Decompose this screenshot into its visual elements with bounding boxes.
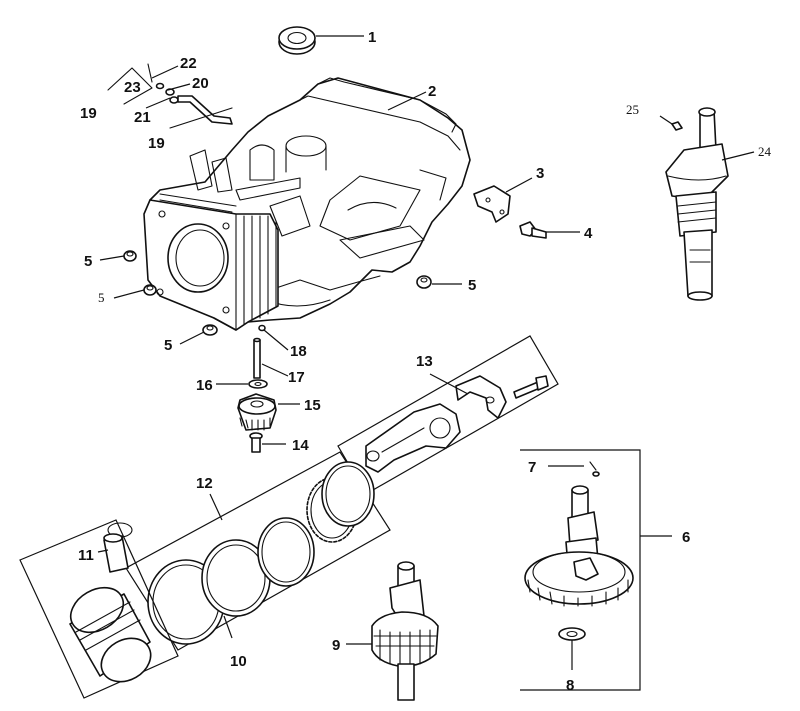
callout-22: 22 <box>180 55 197 72</box>
callout-8: 8 <box>566 677 574 694</box>
callout-9: 9 <box>332 637 340 654</box>
part-rod-cap <box>455 375 507 419</box>
part-pin-18 <box>258 324 266 332</box>
callout-19-left: 19 <box>80 105 97 122</box>
callout-2: 2 <box>428 83 436 100</box>
callout-20: 20 <box>192 75 209 92</box>
callout-5-upper-left: 5 <box>84 253 92 270</box>
callout-13: 13 <box>416 353 433 370</box>
part-camshaft <box>524 485 634 607</box>
callout-19-lower: 19 <box>148 135 165 152</box>
callout-6: 6 <box>682 529 690 546</box>
part-crank-gear-9 <box>371 561 439 701</box>
callout-5-right: 5 <box>468 277 476 294</box>
part-washer-8 <box>558 627 586 641</box>
callout-10: 10 <box>230 653 247 670</box>
callout-1: 1 <box>368 29 376 46</box>
part-screw-14 <box>249 432 263 453</box>
callout-7: 7 <box>528 459 536 476</box>
callout-3: 3 <box>536 165 544 182</box>
callout-21: 21 <box>134 109 151 126</box>
part-key-25 <box>671 121 683 131</box>
callout-24: 24 <box>758 144 772 159</box>
callout-17: 17 <box>288 369 305 386</box>
part-crankshaft-24 <box>665 107 729 301</box>
part-breather-group <box>107 63 233 129</box>
callout-25: 25 <box>626 102 639 117</box>
part-crankcase <box>143 77 471 331</box>
part-shaft-17 <box>253 337 261 379</box>
callout-11: 11 <box>78 547 94 564</box>
part-bushing-a <box>123 250 137 262</box>
box-camshaft <box>520 449 641 691</box>
part-bolt <box>519 221 547 239</box>
part-bushing-c <box>202 324 218 336</box>
part-bushing-b <box>143 284 157 296</box>
callout-14: 14 <box>292 437 309 454</box>
part-washer-16 <box>248 379 268 389</box>
callout-23: 23 <box>124 79 141 96</box>
part-governor-gear-15 <box>237 393 277 431</box>
part-bracket <box>473 185 511 223</box>
callout-5-lower: 5 <box>164 337 172 354</box>
part-bushing-d <box>416 275 432 289</box>
part-wrist-pin <box>103 522 133 573</box>
part-oil-seal <box>278 26 316 55</box>
callout-5-mid-left: 5 <box>98 290 105 305</box>
part-piston <box>69 586 152 683</box>
part-rod-bolt <box>513 375 549 399</box>
callout-4: 4 <box>584 225 593 242</box>
callout-16: 16 <box>196 377 213 394</box>
callout-18: 18 <box>290 343 307 360</box>
part-piston-rings <box>147 461 375 645</box>
part-pin-7 <box>589 461 600 477</box>
part-connecting-rod <box>365 403 461 473</box>
callout-12: 12 <box>196 475 213 492</box>
box-piston <box>19 519 179 699</box>
callout-15: 15 <box>304 397 321 414</box>
